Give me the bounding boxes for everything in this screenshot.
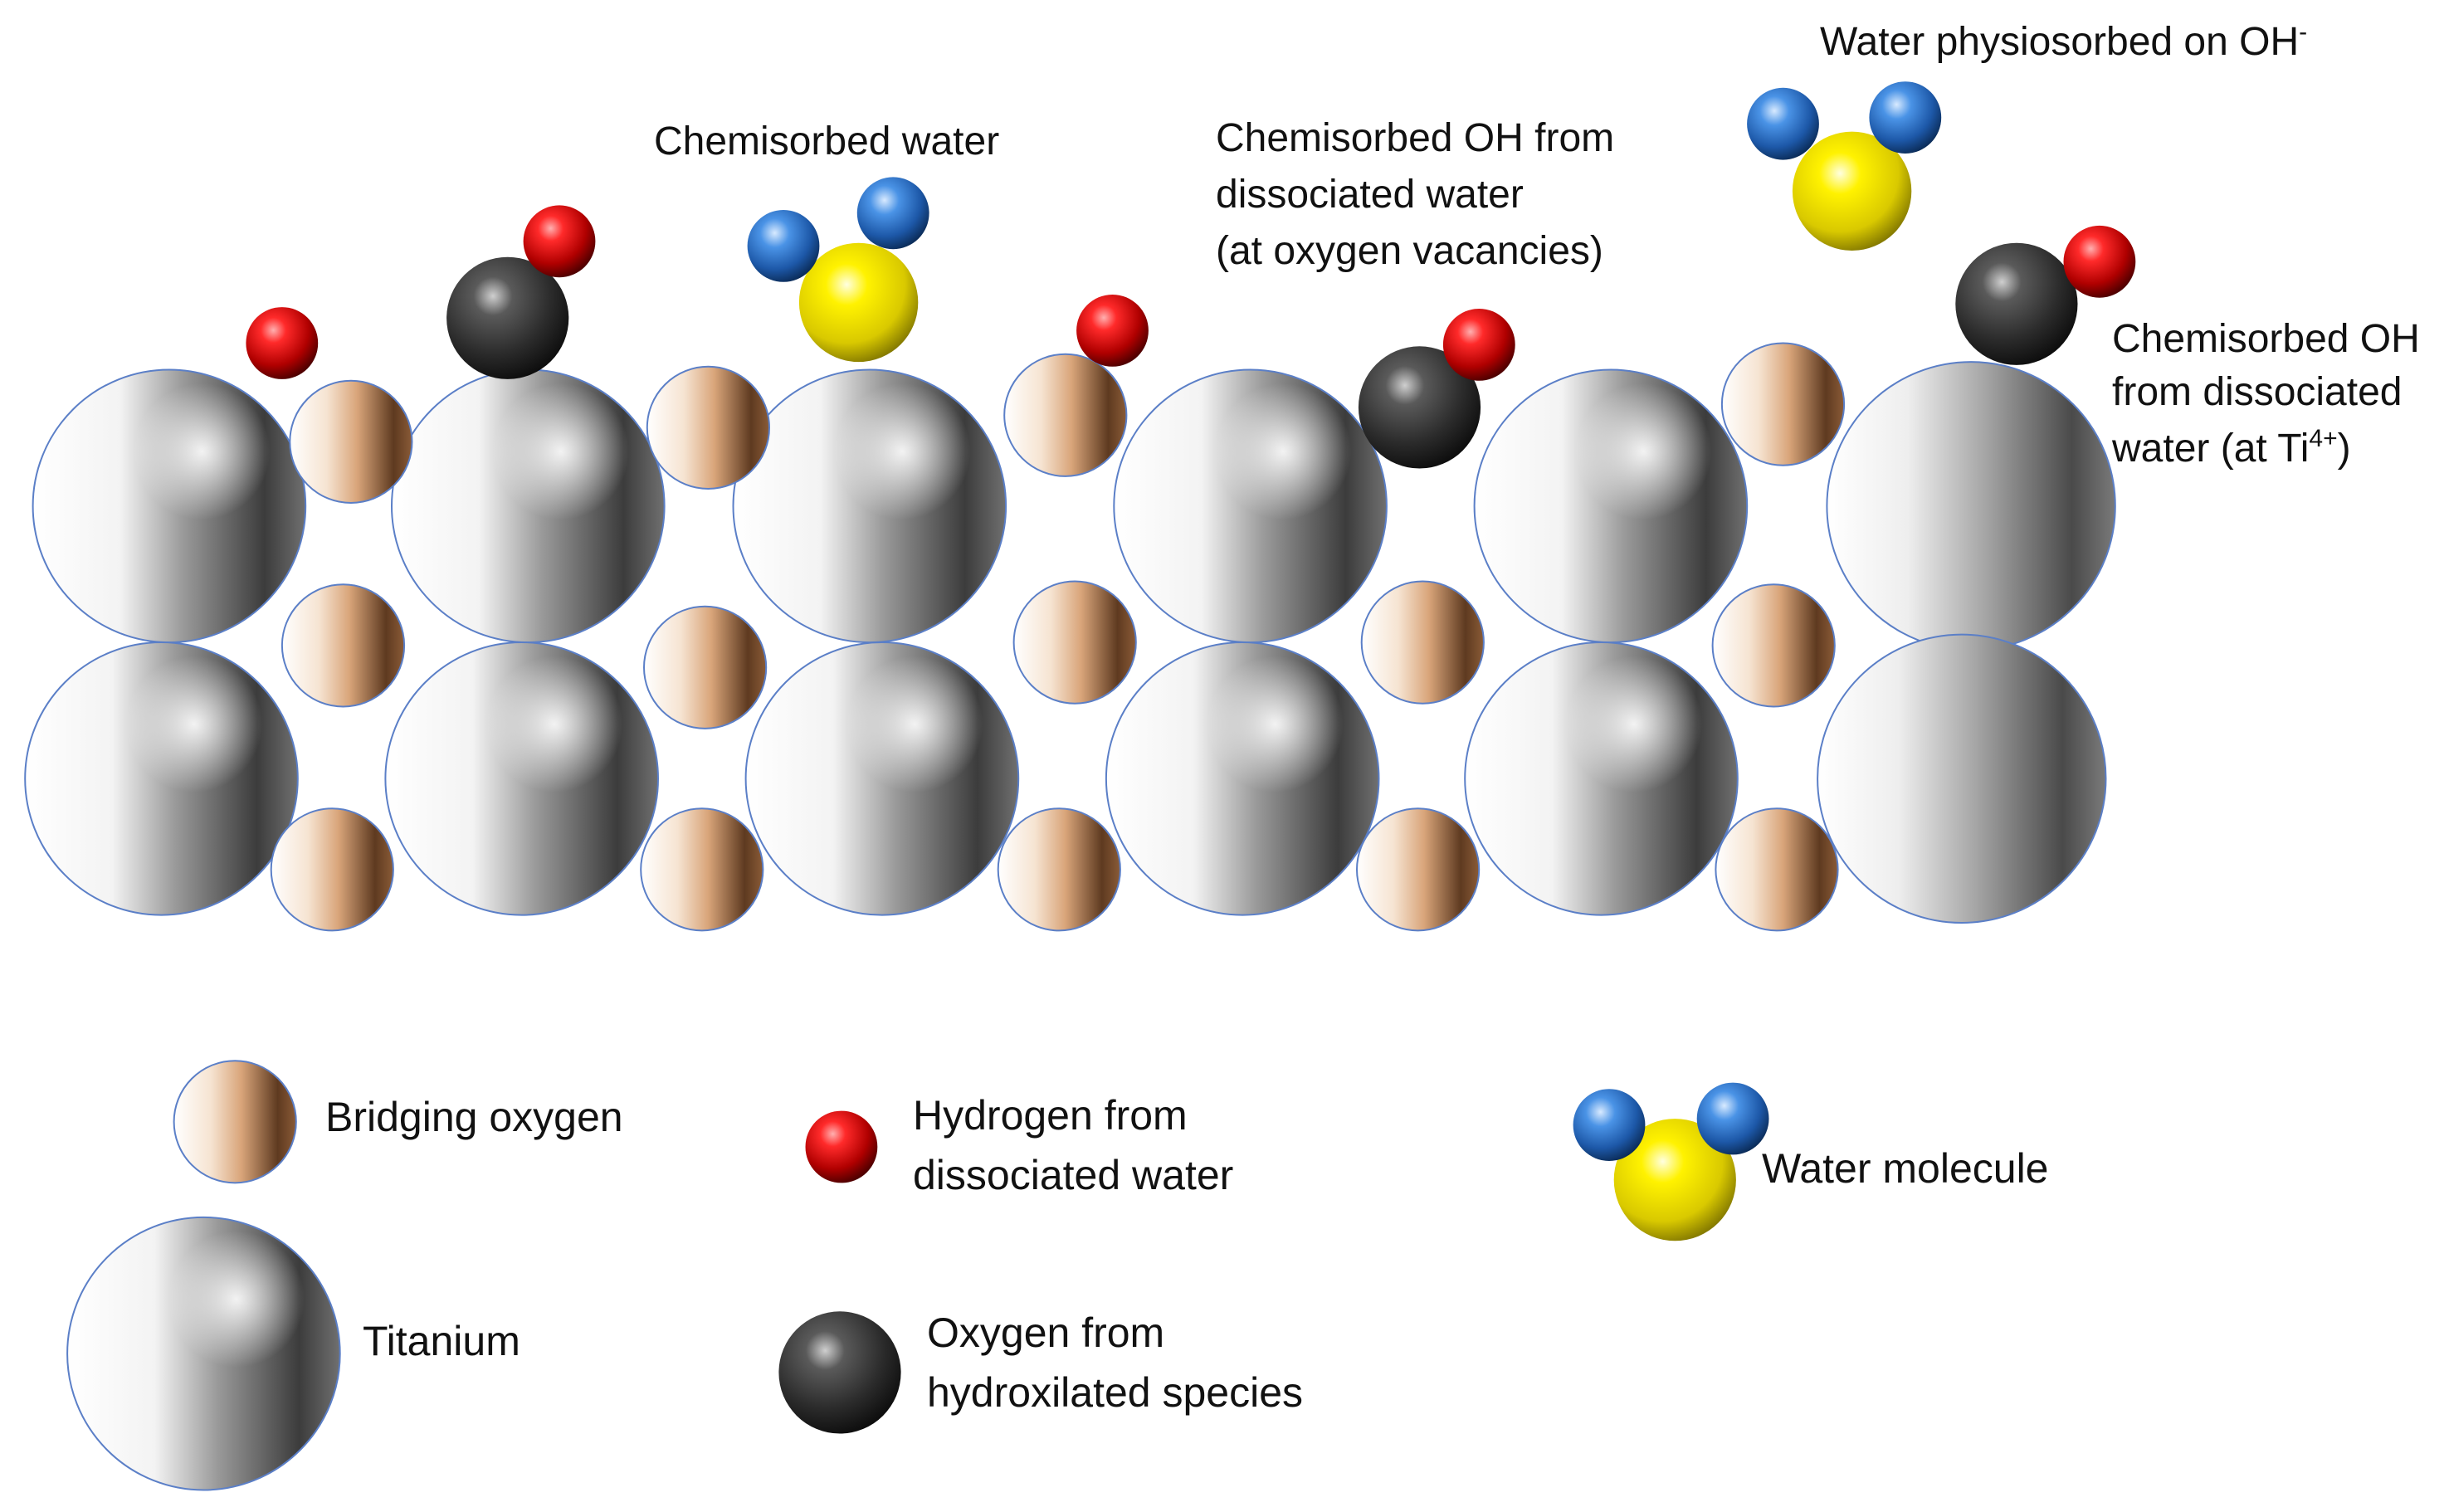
oh-vacancy-line-1: Chemisorbed OH from [1216, 116, 1615, 160]
oh-ti-line-3-post: ) [2337, 427, 2351, 471]
physisorbed-water-label: Water physiosorbed on OH- [1820, 13, 2307, 71]
bridging-oxygen-atom [1003, 353, 1128, 477]
oh-ti-line-2: from dissociated [2112, 370, 2403, 414]
water-hydrogen-legend-icon [1573, 1089, 1646, 1161]
titanium-highlight [733, 369, 1007, 643]
water-molecule-legend-icon [1613, 1119, 1736, 1241]
physisorbed-sup: - [2299, 18, 2308, 46]
oh-ti-line-3-pre: water (at Ti [2112, 427, 2310, 471]
hydrogen-atom [1076, 295, 1149, 367]
bridging-oxygen-atom [997, 807, 1121, 932]
bridging-oxygen-atom [1720, 342, 1846, 466]
legend-oxygen-line-1: Oxygen from [927, 1310, 1165, 1356]
legend-water-molecule-label: Water molecule [1762, 1145, 2049, 1192]
oh-ti-line-3-sup: 4+ [2309, 425, 2338, 452]
bridging-oxygen-atom [1360, 580, 1485, 705]
water-hydrogen-atom [1869, 81, 1942, 154]
legend-hydrogen-line-2: dissociated water [913, 1152, 1234, 1198]
chemisorbed-water-label: Chemisorbed water [654, 119, 1000, 163]
water-hydrogen-legend-icon [1696, 1082, 1769, 1155]
titanium-highlight [745, 642, 1019, 915]
legend-hydrogen-line-1: Hydrogen from [913, 1092, 1188, 1139]
water-oxygen-atom [1792, 131, 1912, 251]
titanium-atom [1817, 633, 2107, 924]
legend-titanium-label: Titanium [363, 1318, 520, 1364]
titanium-legend-highlight [67, 1217, 340, 1490]
titanium-highlight [392, 369, 665, 643]
hydrogen-atom [2063, 225, 2136, 298]
bridging-oxygen-atom [1711, 583, 1836, 708]
hydrogen-atom [523, 205, 596, 278]
legend-bridging-oxygen-label: Bridging oxygen [325, 1094, 623, 1140]
physisorbed-text: Water physiosorbed on OH [1820, 20, 2300, 64]
water-oxygen-atom [798, 242, 919, 363]
bridging-oxygen-atom [270, 807, 394, 932]
bridging-oxygen-atom [289, 379, 413, 505]
legend-oxygen-line-2: hydroxilated species [927, 1369, 1304, 1416]
bridging-oxygen-atom [1715, 807, 1839, 932]
hydroxyl-oxygen-atom [446, 256, 569, 379]
hydroxyl-oxygen-legend-icon [778, 1311, 901, 1434]
oh-vacancy-line-3: (at oxygen vacancies) [1216, 229, 1603, 273]
water-hydrogen-atom [1747, 87, 1819, 160]
bridging-oxygen-atom [646, 365, 771, 490]
oh-vacancy-line-2: dissociated water [1216, 173, 1524, 217]
hydroxyl-oxygen-atom [1358, 346, 1481, 469]
bridging-oxygen-atom [640, 807, 764, 932]
titanium-highlight [1465, 642, 1738, 915]
titanium-highlight [1114, 369, 1387, 643]
bridging-oxygen-legend-icon [173, 1060, 297, 1184]
oh-ti-line-3: water (at Ti4+) [2112, 420, 2351, 478]
titanium-highlight [1105, 642, 1379, 915]
bridging-oxygen-atom [1356, 807, 1481, 932]
titanium-highlight [25, 642, 298, 915]
water-hydrogen-atom [856, 177, 929, 250]
hydrogen-atom [246, 307, 319, 379]
titanium-highlight [385, 642, 658, 915]
bridging-oxygen-atom [643, 605, 768, 729]
water-hydrogen-atom [747, 210, 820, 282]
hydrogen-legend-icon [805, 1110, 878, 1183]
bridging-oxygen-atom [1012, 580, 1137, 705]
oh-ti-line-1: Chemisorbed OH [2112, 317, 2420, 361]
hydroxyl-oxygen-atom [1955, 242, 2078, 365]
titanium-highlight [1474, 369, 1748, 643]
titanium-highlight [32, 369, 306, 643]
bridging-oxygen-atom [281, 583, 406, 708]
hydrogen-atom [1442, 309, 1515, 381]
titanium-atom [1826, 361, 2116, 651]
